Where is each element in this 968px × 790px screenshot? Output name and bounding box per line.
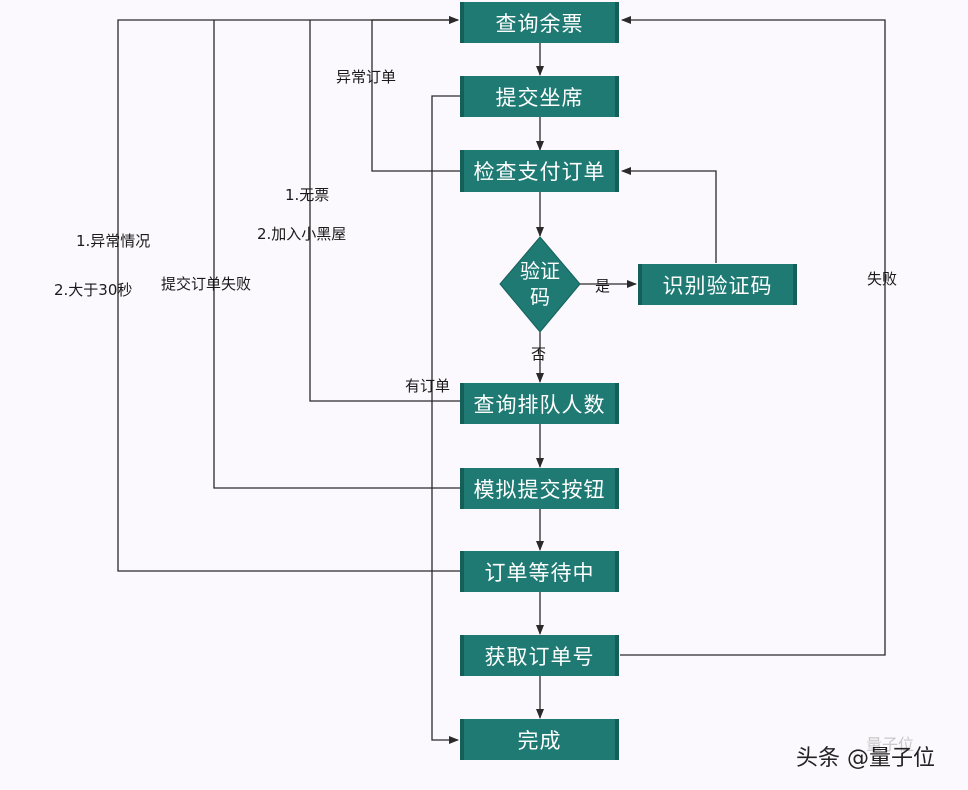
node-recognize-code: 识别验证码 — [638, 264, 797, 305]
watermark-text: 头条 @量子位 — [796, 746, 935, 771]
label-no: 否 — [531, 345, 547, 363]
node-check-payment: 检查支付订单 — [460, 150, 619, 192]
node-submit-seat: 提交坐席 — [460, 76, 619, 117]
node-done: 完成 — [460, 719, 619, 760]
label-yes: 是 — [595, 277, 611, 295]
node-query-balance: 查询余票 — [460, 2, 619, 43]
node-order-waiting: 订单等待中 — [460, 551, 619, 592]
edge-waiting-loop — [117, 16, 460, 572]
verify-code-line2: 码 — [530, 285, 550, 309]
label-submit-failed: 提交订单失败 — [161, 275, 252, 293]
verify-code-label: 验证 码 — [510, 258, 570, 310]
label-no-ticket: 1.无票 — [285, 186, 330, 204]
label-has-order: 有订单 — [405, 377, 451, 395]
edge-queue-loop — [309, 20, 460, 402]
edge-recognize-to-check — [621, 167, 717, 263]
label-abnormal-case: 1.异常情况 — [76, 232, 151, 250]
node-query-queue: 查询排队人数 — [460, 383, 619, 424]
verify-code-diamond — [499, 236, 581, 333]
node-get-order-no: 获取订单号 — [460, 635, 619, 676]
node-simulate-submit: 模拟提交按钮 — [460, 468, 619, 509]
edge-orderno-failed-loop — [620, 16, 886, 656]
edge-seat-to-done — [431, 95, 460, 744]
label-abnormal-order: 异常订单 — [336, 68, 397, 86]
label-blacklist: 2.加入小黑屋 — [257, 225, 347, 243]
verify-code-line1: 验证 — [520, 259, 560, 283]
edge-simulate-loop — [213, 20, 460, 489]
watermark-faint: 量子位 — [866, 735, 915, 754]
label-failed: 失败 — [867, 270, 898, 288]
label-over-30s: 2.大于30秒 — [54, 281, 133, 299]
